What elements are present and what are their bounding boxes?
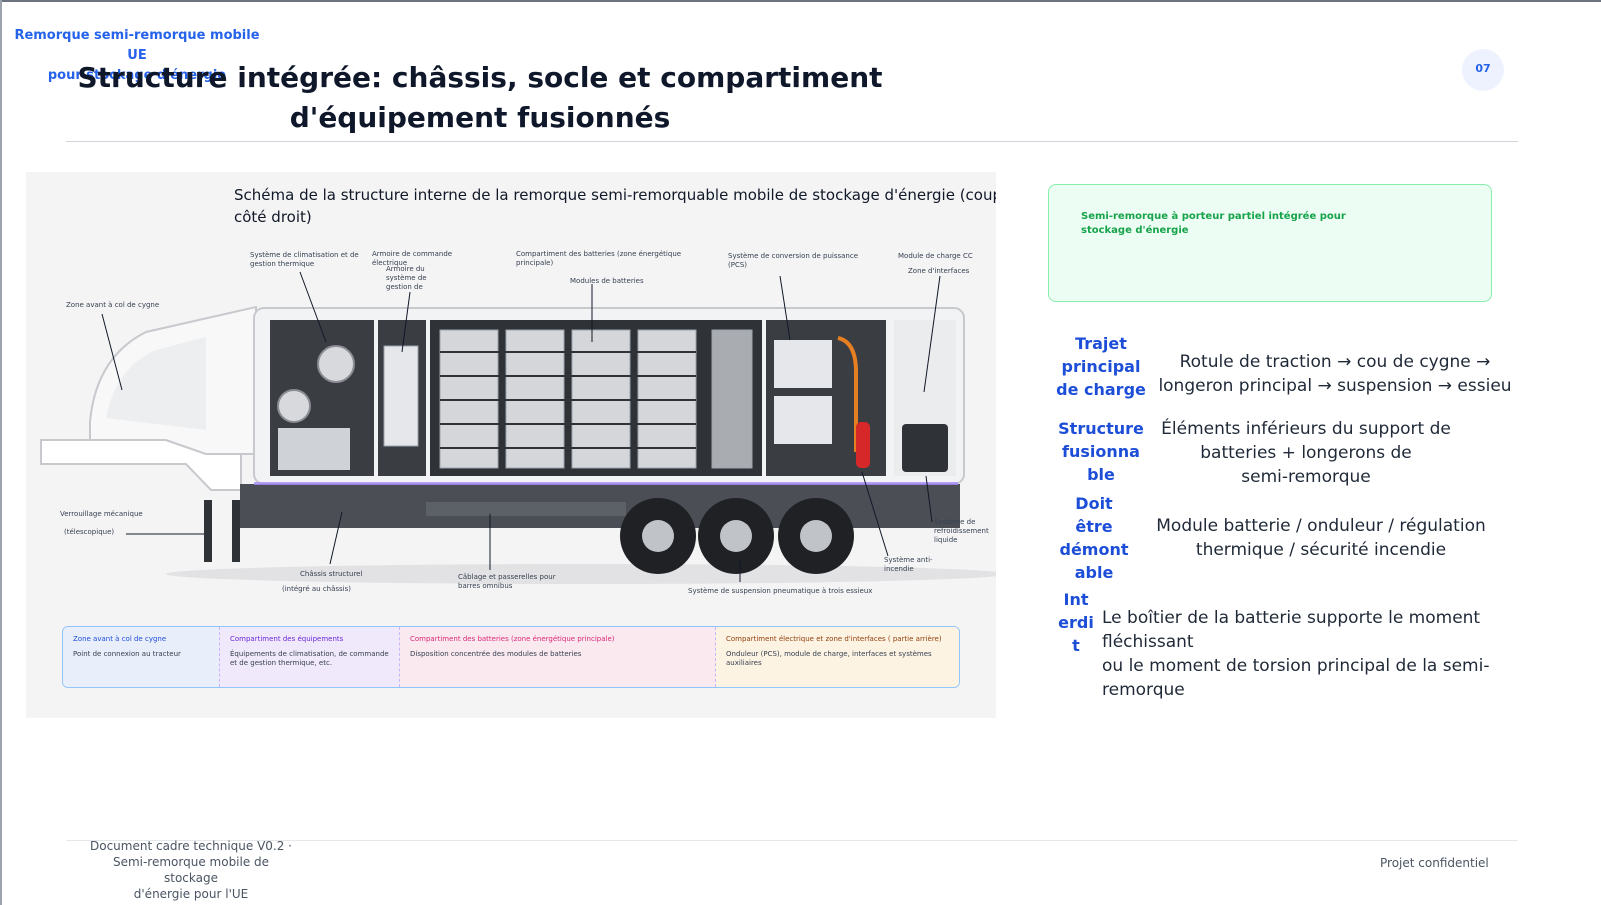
title-line-2: d'équipement fusionnés <box>289 101 671 134</box>
zone-description: Équipements de climatisation, de command… <box>230 650 389 667</box>
zone-title: Compartiment des équipements <box>230 635 344 643</box>
zone-description: Point de connexion au tracteur <box>73 650 181 658</box>
fan-1-icon <box>317 345 355 383</box>
footer-confidential: Projet confidentiel <box>1380 856 1489 870</box>
label-pcs: Système de conversion de puissance (PCS) <box>728 252 859 269</box>
page-title: Structure intégrée: châssis, socle et co… <box>60 58 900 138</box>
label-armoire: Armoire de commande électrique <box>372 250 453 267</box>
row-desc: Le boîtier de la batterie supporte le mo… <box>1102 608 1490 700</box>
summary-callout: Semi-remorque à porteur partiel intégrée… <box>1048 184 1492 302</box>
diagram-caption: Schéma de la structure interne de la rem… <box>234 186 996 226</box>
label-armoire-sys: Armoire du système de gestion de <box>386 265 427 291</box>
pcs-unit-1 <box>774 340 832 388</box>
brand-line-1: Remorque semi-remorque mobile UE <box>14 28 260 63</box>
zone-title: Compartiment électrique et zone d'interf… <box>726 635 942 643</box>
trailer-illustration <box>40 271 996 584</box>
callout-text: Semi-remorque à porteur partiel intégrée… <box>1081 211 1346 236</box>
row-desc: Rotule de traction → cou de cygne →longe… <box>1158 352 1512 396</box>
label-col-cygne: Zone avant à col de cygne <box>66 301 160 309</box>
brand-label: Remorque semi-remorque mobile UE pour st… <box>6 26 268 86</box>
label-batteries: Compartiment des batteries (zone énergét… <box>516 250 682 267</box>
label-verrou-2: (télescopique) <box>64 528 115 536</box>
label-cablage: Câblage et passerelles pour barres omnib… <box>458 573 556 590</box>
landing-leg-1 <box>204 500 212 562</box>
title-line-1: Structure intégrée: châssis, socle et co… <box>77 61 883 94</box>
pcs-unit-2 <box>774 396 832 444</box>
zone-title: Compartiment des batteries (zone énergét… <box>410 635 615 643</box>
landing-leg-2 <box>232 500 240 562</box>
footer-divider <box>66 840 1518 841</box>
label-refroid: Système de refroidissement liquide <box>934 518 989 544</box>
label-suspension: Système de suspension pneumatique à troi… <box>688 587 873 595</box>
footer-document: Document cadre technique V0.2 ·Semi-remo… <box>90 839 292 901</box>
window-top-border <box>0 0 1601 2</box>
zone-cell: Compartiment électrique et zone d'interf… <box>715 627 959 687</box>
fan-2-icon <box>277 389 311 423</box>
label-modules: Modules de batteries <box>570 277 644 285</box>
leader-lines <box>101 271 941 582</box>
cooling-pipe <box>837 336 858 452</box>
window-left-border <box>0 0 2 905</box>
interface-panel <box>902 424 948 472</box>
label-chassis-2: (intégré au châssis) <box>282 585 352 593</box>
battery-shelves <box>440 351 696 449</box>
trailer-diagram: Schéma de la structure interne de la rem… <box>26 172 996 718</box>
fire-extinguisher-icon <box>856 422 870 468</box>
brand-line-2: pour stockage d'énergie <box>47 68 227 83</box>
zone-cell: Compartiment des batteries (zone énergét… <box>399 627 715 687</box>
cable-tray <box>426 502 626 516</box>
zone-description: Onduleur (PCS), module de charge, interf… <box>726 650 932 667</box>
label-anti-incendie: Système anti-incendie <box>884 556 933 573</box>
zone-description: Disposition concentrée des modules de ba… <box>410 650 582 658</box>
label-chassis: Châssis structurel <box>300 570 363 578</box>
header-divider <box>66 141 1518 142</box>
gooseneck-panel <box>106 337 206 430</box>
ground-shadow <box>166 564 996 584</box>
zone-title: Zone avant à col de cygne <box>73 635 167 643</box>
label-verrou: Verrouillage mécanique <box>60 510 143 518</box>
control-cabinet <box>383 345 419 447</box>
label-clim: Système de climatisation et de gestion t… <box>250 251 359 268</box>
page-number-badge: 07 <box>1462 49 1504 91</box>
label-charge: Module de charge CC <box>898 252 973 260</box>
wheels <box>620 498 854 574</box>
hvac-unit <box>278 428 350 470</box>
label-interfaces: Zone d'interfaces <box>908 267 970 275</box>
led-strip <box>254 482 958 485</box>
